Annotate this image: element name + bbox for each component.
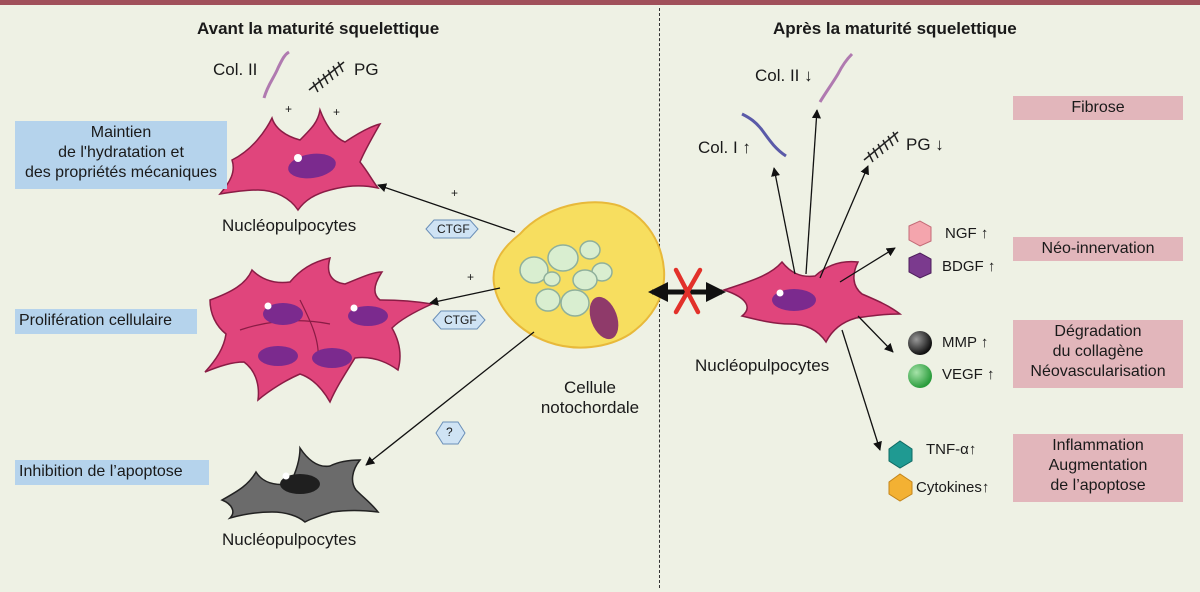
plus-mark-1: + bbox=[285, 102, 293, 116]
box-maintien-line2: de l'hydratation et bbox=[58, 144, 184, 161]
col2-fiber-right bbox=[818, 52, 854, 103]
box-innervation: Néo-innervation bbox=[1013, 237, 1183, 261]
factor-mmp: MMP ↑ bbox=[942, 334, 989, 351]
vegf-icon bbox=[908, 364, 932, 388]
bdgf-icon bbox=[908, 252, 932, 279]
box-maintien-line3: des propriétés mécaniques bbox=[24, 164, 218, 181]
box-inflammation-line2: Augmentation bbox=[1048, 457, 1148, 474]
box-maintien-line1: Maintien bbox=[90, 124, 152, 141]
col2-label-right: Col. II ↓ bbox=[755, 66, 813, 85]
col2-fiber-left bbox=[262, 50, 290, 99]
red-x-mark bbox=[673, 267, 703, 315]
ctgf-label-2: CTGF bbox=[444, 313, 477, 327]
cytokines-icon bbox=[888, 473, 913, 502]
pg-label-left: PG bbox=[354, 60, 379, 79]
nucleopulpocytes-label-right: Nucléopulpocytes bbox=[695, 356, 830, 375]
question-hexagon bbox=[435, 421, 466, 445]
arrow-to-top-cell bbox=[377, 183, 516, 233]
factor-cytokines: Cytokines↑ bbox=[916, 479, 990, 496]
header-after-maturity: Après la maturité squelettique bbox=[773, 19, 1017, 38]
col2-label-left: Col. II bbox=[213, 60, 258, 79]
box-degradation: Dégradation du collagène Néovascularisat… bbox=[1013, 320, 1183, 388]
pg-fiber-left bbox=[308, 61, 345, 93]
factor-bdgf: BDGF ↑ bbox=[942, 258, 996, 275]
ctgf-hexagon-2 bbox=[432, 310, 486, 330]
factor-vegf: VEGF ↑ bbox=[942, 366, 995, 383]
top-border bbox=[0, 0, 1200, 5]
nucleopulpocyte-top bbox=[218, 107, 382, 212]
box-degradation-line3: Néovascularisation bbox=[1030, 363, 1166, 380]
box-maintien: Maintien de l'hydratation et des proprié… bbox=[15, 121, 227, 189]
notochordal-label: Cellule notochordale bbox=[530, 378, 650, 418]
ngf-icon bbox=[908, 220, 932, 247]
arrow-to-apoptotic bbox=[365, 331, 535, 466]
col1-fiber bbox=[741, 112, 787, 158]
box-inflammation: Inflammation Augmentation de l’apoptose bbox=[1013, 434, 1183, 502]
plus-mark-3: + bbox=[451, 186, 459, 200]
question-label: ? bbox=[446, 425, 453, 439]
notochordal-cell bbox=[492, 201, 666, 349]
factor-tnf: TNF-α↑ bbox=[926, 441, 977, 458]
box-apoptose: Inhibition de l’apoptose bbox=[15, 460, 209, 485]
box-inflammation-line1: Inflammation bbox=[1052, 437, 1144, 454]
box-degradation-line1: Dégradation bbox=[1054, 323, 1142, 340]
tnf-icon bbox=[888, 440, 913, 469]
box-degradation-line2: du collagène bbox=[1052, 343, 1144, 360]
ctgf-label-1: CTGF bbox=[437, 222, 470, 236]
notochordal-label-line2: notochordale bbox=[540, 398, 640, 417]
col1-label: Col. I ↑ bbox=[698, 138, 751, 157]
nucleopulpocyte-right bbox=[721, 260, 903, 344]
pg-fiber-right bbox=[863, 131, 899, 163]
plus-mark-2: + bbox=[333, 105, 341, 119]
nucleopulpocyte-cluster bbox=[204, 256, 435, 404]
notochordal-label-line1: Cellule bbox=[564, 378, 616, 397]
box-proliferation: Prolifération cellulaire bbox=[15, 309, 197, 334]
nucleopulpocytes-label-bottom: Nucléopulpocytes bbox=[222, 530, 357, 549]
header-before-maturity: Avant la maturité squelettique bbox=[197, 19, 440, 38]
plus-mark-4: + bbox=[467, 270, 475, 284]
mmp-icon bbox=[908, 331, 932, 355]
nucleopulpocyte-apoptotic bbox=[220, 445, 380, 523]
nucleopulpocytes-label-top: Nucléopulpocytes bbox=[222, 216, 357, 235]
pg-label-right: PG ↓ bbox=[906, 135, 944, 154]
arrow-to-cluster bbox=[429, 287, 501, 306]
factor-ngf: NGF ↑ bbox=[945, 225, 989, 242]
box-fibrose: Fibrose bbox=[1013, 96, 1183, 120]
ctgf-hexagon-1 bbox=[425, 219, 479, 239]
box-inflammation-line3: de l’apoptose bbox=[1050, 477, 1146, 494]
